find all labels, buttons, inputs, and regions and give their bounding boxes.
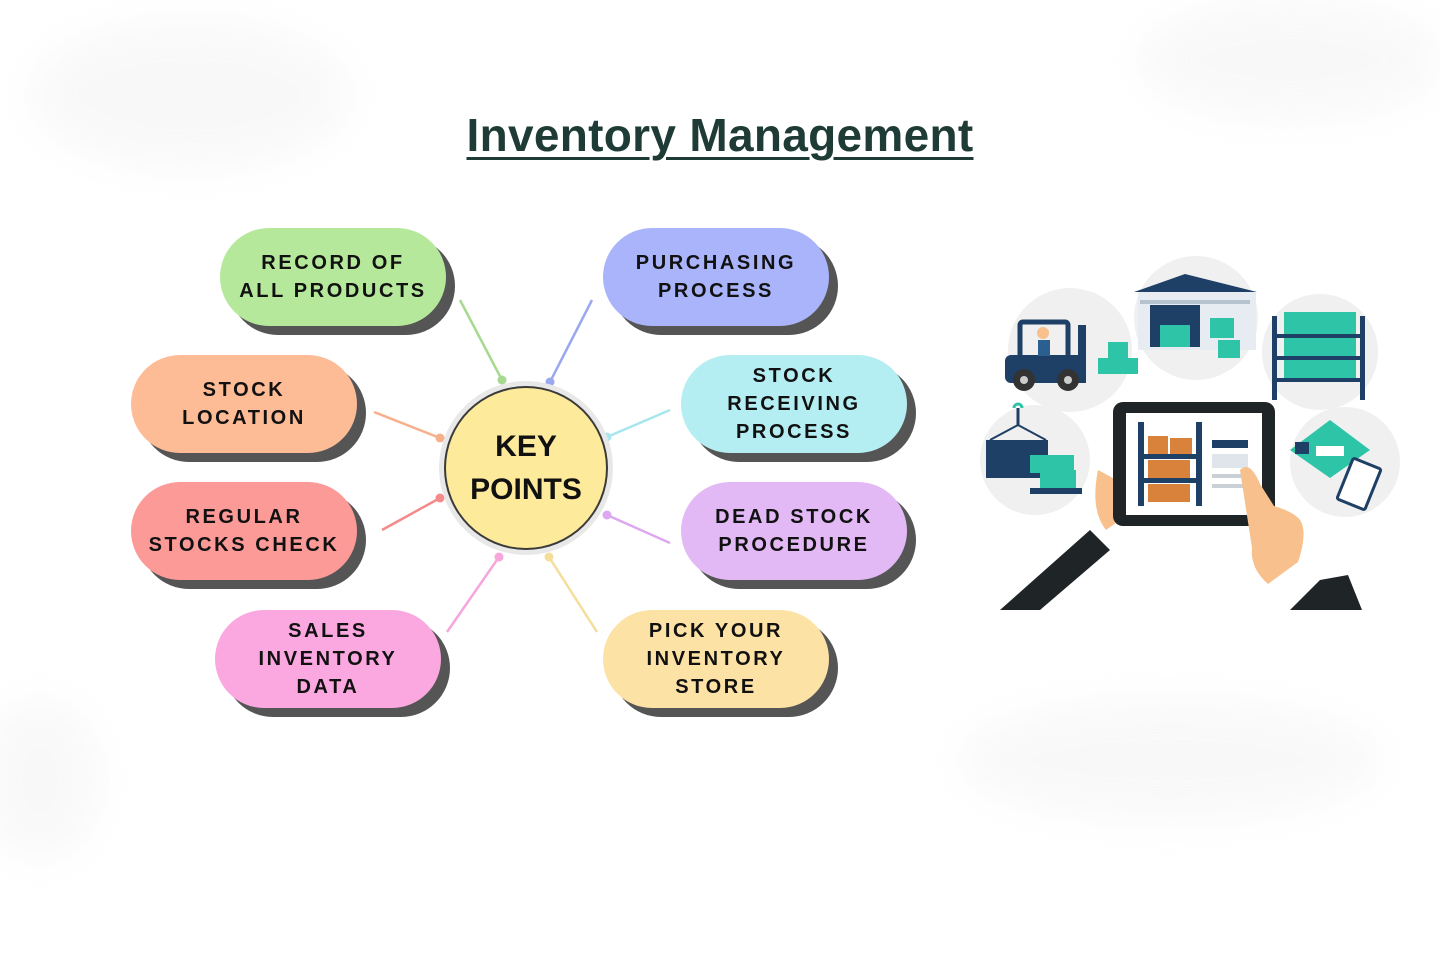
key-points-center: KEY POINTS	[446, 388, 606, 548]
connector-dot	[545, 377, 555, 387]
node-record-of-all-products: RECORD OF ALL PRODUCTS	[220, 228, 446, 326]
connector-line	[458, 299, 504, 381]
node-label: STOCK LOCATION	[182, 379, 306, 429]
node-label: PURCHASING PROCESS	[635, 252, 797, 302]
connector-line	[606, 408, 671, 439]
background-blob	[0, 700, 100, 860]
connector-line	[373, 410, 441, 440]
connector-line	[548, 299, 594, 383]
connector-dot	[544, 552, 554, 562]
node-sales-inventory-data: SALES INVENTORY DATA	[215, 610, 441, 708]
connector-line	[606, 513, 671, 545]
node-label: REGULAR STOCKS CHECK	[148, 506, 340, 556]
background-blob	[30, 20, 350, 170]
node-label: STOCK RECEIVING PROCESS	[727, 365, 861, 443]
page-title: Inventory Management	[466, 109, 974, 161]
connector-dot	[435, 493, 445, 503]
package-checklist-icon	[1290, 420, 1383, 511]
forklift-icon	[1005, 319, 1138, 391]
connector-dot	[435, 433, 445, 443]
node-label: PICK YOUR INVENTORY STORE	[646, 620, 786, 698]
connector-dot	[497, 375, 507, 385]
warehouse-icon	[1134, 274, 1257, 358]
node-label: SALES INVENTORY DATA	[258, 620, 398, 698]
shelving-icon	[1272, 312, 1365, 400]
node-label: RECORD OF ALL PRODUCTS	[239, 252, 427, 302]
connector-dot	[602, 432, 612, 442]
tablet-icon	[1000, 402, 1362, 610]
connector-dot	[602, 510, 612, 520]
node-pick-your-inventory-store: PICK YOUR INVENTORY STORE	[603, 610, 829, 708]
node-purchasing-process: PURCHASING PROCESS	[603, 228, 829, 326]
background-blob	[960, 700, 1380, 820]
background-blob	[1140, 0, 1440, 120]
center-label: KEY POINTS	[470, 430, 582, 506]
node-stock-receiving-process: STOCK RECEIVING PROCESS	[681, 355, 907, 453]
connector-dot	[494, 552, 504, 562]
node-regular-stocks-check: REGULAR STOCKS CHECK	[131, 482, 357, 580]
container-crane-icon	[986, 402, 1082, 494]
connector-line	[381, 496, 441, 532]
node-dead-stock-procedure: DEAD STOCK PROCEDURE	[681, 482, 907, 580]
connector-line	[445, 556, 501, 633]
node-stock-location: STOCK LOCATION	[131, 355, 357, 453]
node-label: DEAD STOCK PROCEDURE	[715, 506, 873, 556]
connector-line	[547, 556, 599, 633]
